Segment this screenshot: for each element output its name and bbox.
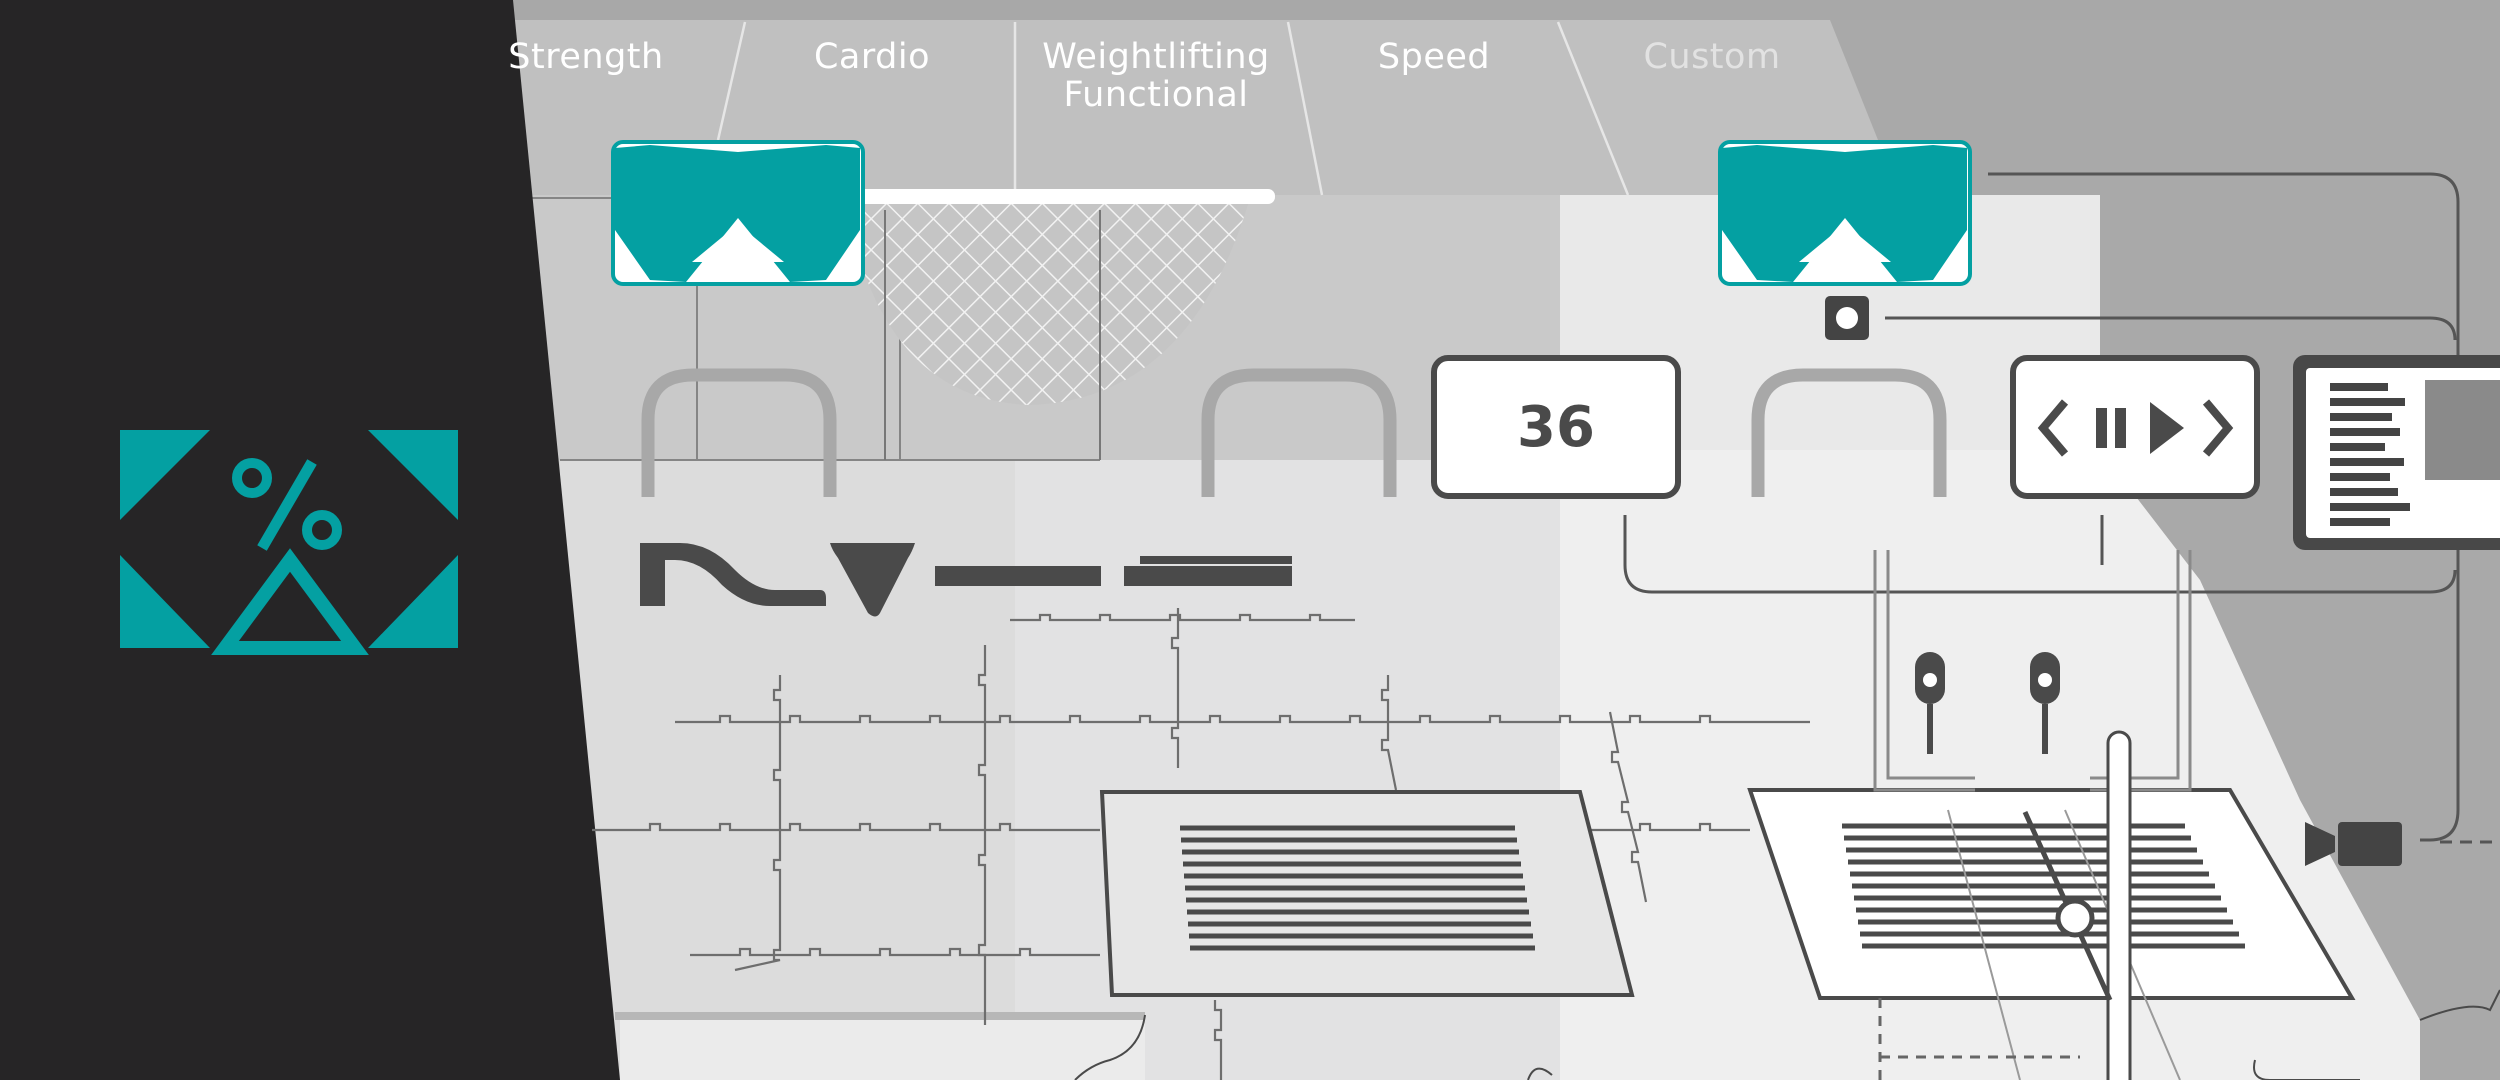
floor-left (560, 460, 1015, 1080)
tab-label: Speed (1377, 37, 1491, 77)
equipment-silhouettes (640, 543, 1292, 617)
tab-custom[interactable]: Custom (1592, 38, 1832, 76)
media-controls-icon[interactable] (2010, 355, 2260, 499)
light-sensor-icon (1915, 652, 1945, 754)
tab-label: Cardio (813, 37, 930, 77)
counter-box (1431, 355, 1681, 499)
light-sensor-icon (2030, 652, 2060, 754)
tab-weightlifting-functional[interactable]: Weightlifting Functional (1036, 38, 1276, 114)
crossbar (855, 189, 1275, 204)
tab-strength[interactable]: Strength (466, 38, 706, 76)
mat-stripes-left (1180, 825, 1535, 951)
tab-label: Weightlifting (1042, 37, 1270, 77)
tab-label: Strength (508, 37, 664, 77)
teal-up-arrow-icon[interactable] (611, 140, 865, 286)
tab-speed[interactable]: Speed (1314, 38, 1554, 76)
counter-value: 36 (1517, 394, 1595, 460)
video-camera-icon (2305, 822, 2402, 866)
mat-stripes-right (1842, 823, 2245, 949)
teal-up-arrow-icon[interactable] (1718, 140, 1972, 286)
arch-stations (641, 368, 1947, 497)
pole (2106, 730, 2132, 1080)
tab-label: Custom (1643, 37, 1781, 77)
floor-tile-lines (592, 608, 1810, 1080)
tab-cardio[interactable]: Cardio (752, 38, 992, 76)
training-mat-left (1099, 790, 1635, 997)
tab-separators (716, 21, 1630, 196)
tab-label-line2: Functional (1063, 75, 1249, 115)
display-screen-icon (2293, 355, 2500, 550)
percent-target-logo (120, 430, 458, 655)
net-zone (845, 198, 1250, 405)
